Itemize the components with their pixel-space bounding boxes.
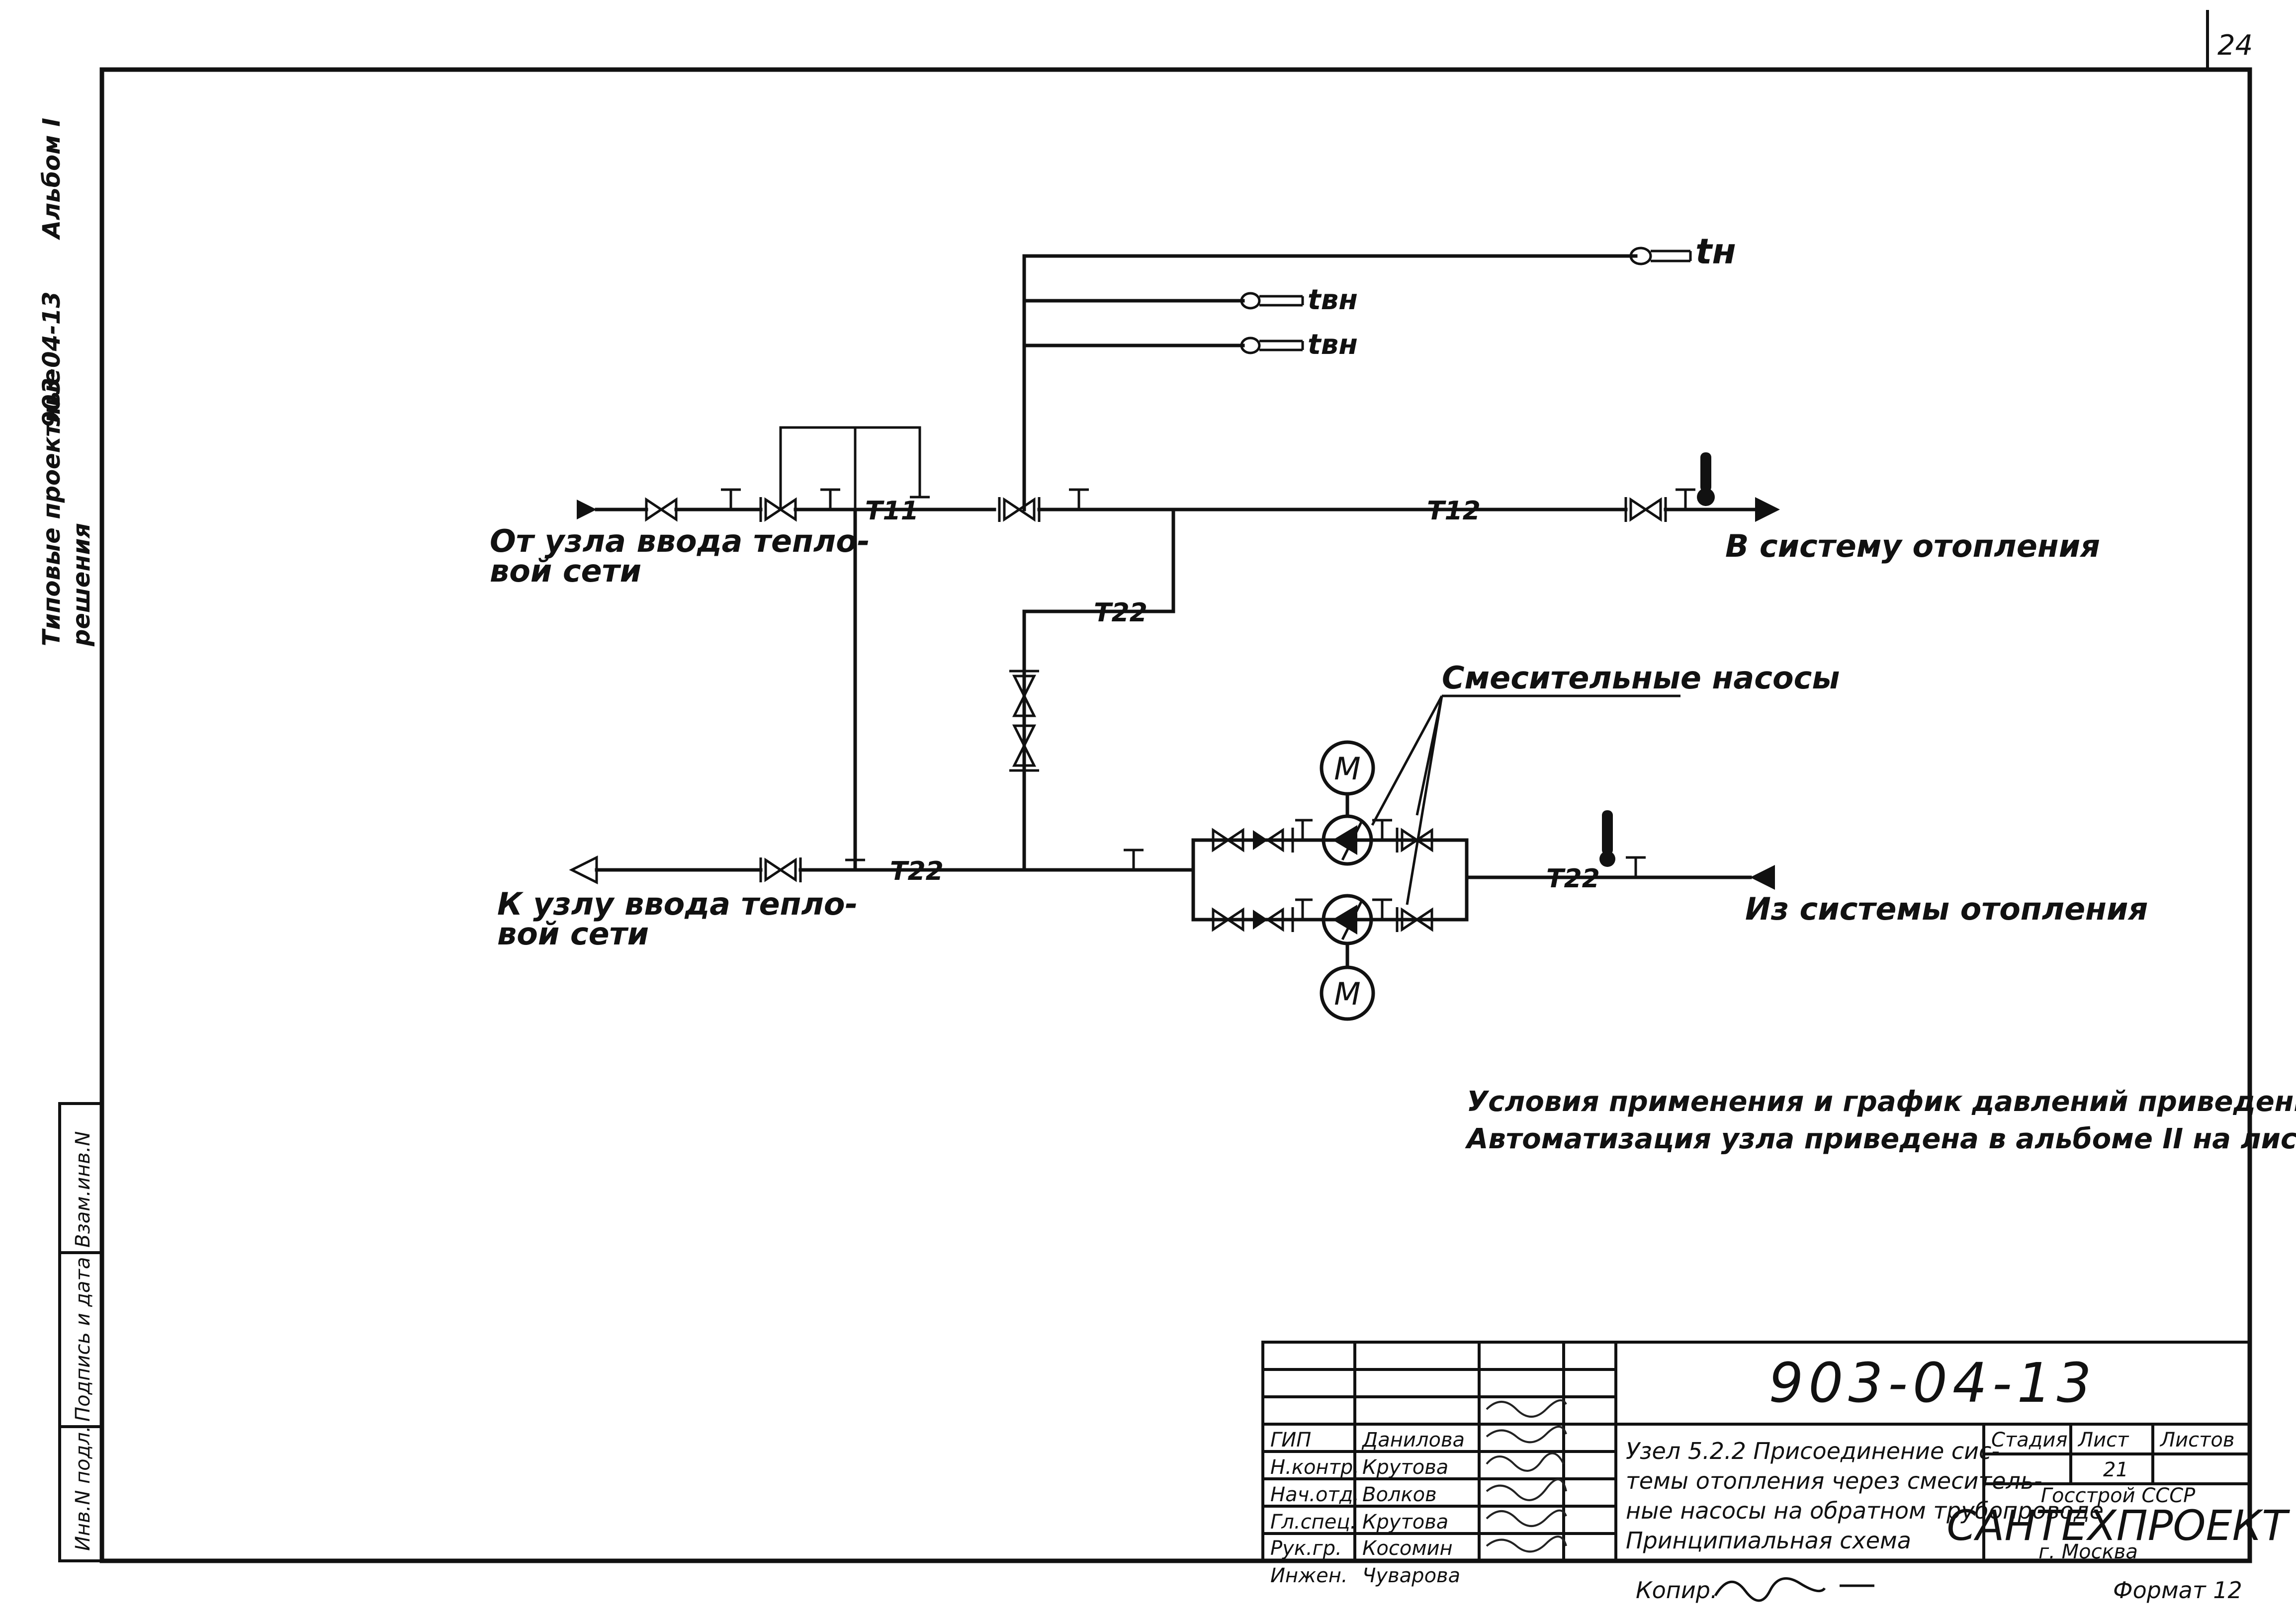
- page-number: 24: [2217, 29, 2253, 62]
- svg-text:Инв.N подл.: Инв.N подл.: [72, 1426, 94, 1551]
- return-arrow-icon: [569, 855, 598, 885]
- svg-text:темы отопления через смеситель: темы отопления через смеситель-: [1626, 1467, 2042, 1494]
- svg-text:903-04-13: 903-04-13: [38, 291, 66, 427]
- org-top: Госстрой СССР: [2041, 1484, 2196, 1507]
- tag-t12: Т12: [1427, 496, 1481, 526]
- motor-upper-icon: [1320, 740, 1375, 796]
- sheets-header: Листов: [2159, 1429, 2234, 1451]
- svg-text:вой сети: вой сети: [497, 916, 649, 952]
- sensor-lines: tн tвн tвн: [1022, 231, 1736, 512]
- side-stamp: Инв.N подл. Подпись и дата Взам.инв.N: [58, 1102, 103, 1562]
- branch-pipeline: Т22: [853, 508, 1175, 872]
- svg-text:вой сети: вой сети: [490, 553, 641, 589]
- svg-text:Крутова: Крутова: [1362, 1511, 1448, 1534]
- sheet-value: 21: [2103, 1458, 2128, 1481]
- label-to-network: К узлу ввода тепло-: [497, 886, 858, 922]
- svg-text:Крутова: Крутова: [1362, 1456, 1448, 1479]
- format-label: Формат 12: [2113, 1577, 2242, 1604]
- note-automation: Автоматизация узла приведена в альбоме I…: [1465, 1123, 2296, 1155]
- svg-text:ГИП: ГИП: [1270, 1429, 1311, 1451]
- tag-t22-left: Т22: [890, 856, 944, 886]
- signatures: [1486, 1399, 1567, 1553]
- mixing-pumps: М М: [1320, 694, 1680, 1021]
- svg-text:Волков: Волков: [1362, 1483, 1437, 1506]
- note-conditions: Условия применения и график давлений при…: [1467, 1086, 2296, 1118]
- drawing-frame: [99, 67, 2252, 1563]
- org-name: САНТЕХПРОЕКТ: [1946, 1501, 2290, 1550]
- outlet-arrow-icon: [1755, 497, 1780, 522]
- svg-text:Рук.гр.: Рук.гр.: [1270, 1537, 1342, 1560]
- motor-lower-icon: [1320, 965, 1375, 1021]
- svg-text:Взам.инв.N: Взам.инв.N: [72, 1131, 94, 1248]
- drawing-code: 903-04-13: [1768, 1351, 2096, 1415]
- tag-t22-right: Т22: [1546, 864, 1600, 894]
- supply-pipeline: Т11 Т12: [577, 426, 1780, 526]
- svg-text:Косомин: Косомин: [1362, 1537, 1453, 1560]
- sensor-outdoor: tн: [1695, 231, 1736, 272]
- title-block: 903-04-13 ГИП Данилова Н.контр. Крутова …: [1261, 1341, 2290, 1587]
- svg-text:Принципиальная схема: Принципиальная схема: [1626, 1527, 1911, 1554]
- svg-text:решения: решения: [68, 523, 95, 647]
- inlet-arrow-icon: [577, 500, 597, 519]
- title-line-1: Узел 5.2.2 Присоединение сис-: [1626, 1438, 2000, 1464]
- svg-text:Данилова: Данилова: [1361, 1429, 1465, 1451]
- svg-text:Альбом I: Альбом I: [38, 118, 66, 241]
- label-from-network: От узла ввода тепло-: [490, 523, 870, 559]
- svg-text:Гл.спец.: Гл.спец.: [1270, 1511, 1356, 1534]
- label-to-system: В систему отопления: [1725, 528, 2100, 564]
- copier-signature: [1714, 1577, 1874, 1602]
- return-pipeline: Т22 Т22: [569, 810, 1775, 932]
- sensor-indoor-1: tвн: [1308, 284, 1358, 316]
- stage-header: Стадия: [1991, 1429, 2067, 1451]
- label-mixing-pumps: Смесительные насосы: [1442, 660, 1840, 696]
- svg-text:Типовые проектные: Типовые проектные: [38, 369, 66, 646]
- org-city: г. Москва: [2038, 1540, 2138, 1563]
- label-from-system: Из системы отопления: [1745, 891, 2148, 927]
- svg-text:Н.контр.: Н.контр.: [1270, 1456, 1359, 1479]
- thermometer-return-icon: [1602, 810, 1613, 855]
- copied-label: Копир.: [1636, 1577, 1718, 1604]
- svg-text:М: М: [1334, 751, 1361, 787]
- svg-text:Инжен.: Инжен.: [1270, 1564, 1348, 1587]
- return-inlet-arrow-icon: [1750, 865, 1775, 890]
- thermometer-icon: [1700, 452, 1711, 492]
- side-header: Типовые проектные 903-04-13 Альбом I реш…: [38, 118, 95, 647]
- svg-text:ные насосы на обратном трубопр: ные насосы на обратном трубопроводе: [1626, 1497, 2104, 1524]
- svg-text:Нач.отд.: Нач.отд.: [1270, 1483, 1359, 1506]
- sheet-header: Лист: [2077, 1429, 2129, 1451]
- svg-text:Чуварова: Чуварова: [1362, 1564, 1460, 1587]
- svg-text:Подпись и дата: Подпись и дата: [72, 1257, 94, 1422]
- sensor-indoor-2: tвн: [1308, 329, 1358, 361]
- tag-t11: Т11: [865, 496, 919, 526]
- svg-text:М: М: [1334, 976, 1361, 1012]
- tag-t22-branch: Т22: [1094, 598, 1148, 628]
